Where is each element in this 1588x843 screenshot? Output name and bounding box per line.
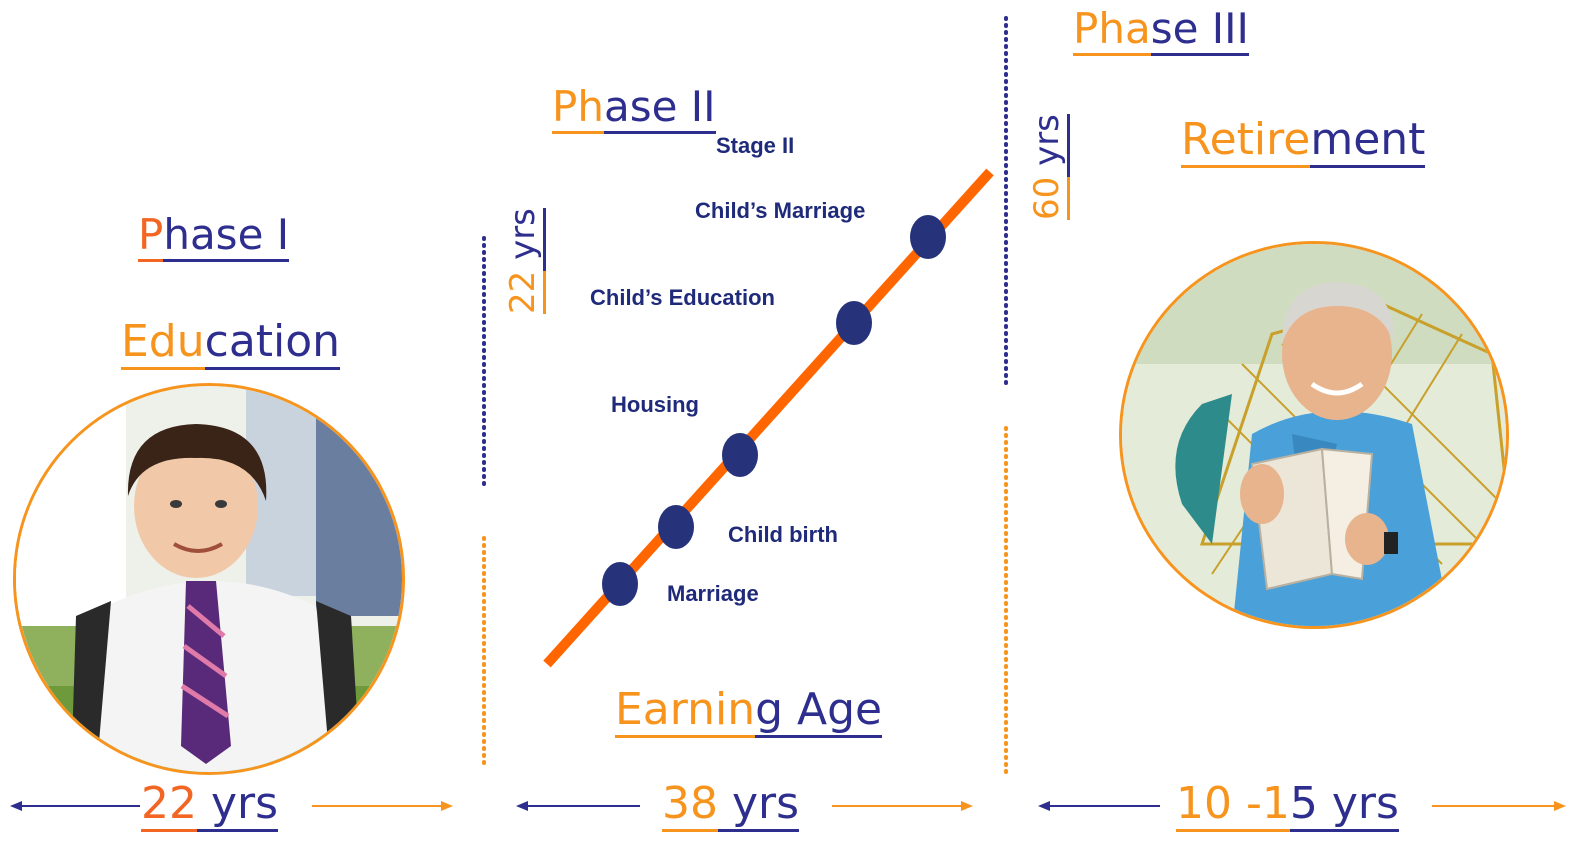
phase2-title-part-b: ase II bbox=[603, 82, 716, 134]
phase1-subtitle-part-a: Edu bbox=[121, 316, 205, 370]
phase2-subtitle-part-b: g Age bbox=[755, 684, 883, 738]
phase2-age-part-b: yrs bbox=[503, 208, 546, 271]
phase2-duration: 38 yrs bbox=[662, 778, 800, 832]
schoolboy-illustration bbox=[16, 386, 402, 772]
milestone-dot-marriage bbox=[602, 562, 638, 606]
phase1-title-part-b: hase I bbox=[163, 210, 290, 262]
retiree-photo bbox=[1119, 241, 1509, 629]
phase3-age-part-a: 60 bbox=[1027, 176, 1070, 220]
milestone-dot-child-education bbox=[836, 301, 872, 345]
milestone-marriage: Marriage bbox=[667, 581, 759, 606]
phase1-subtitle: Education bbox=[121, 316, 341, 370]
phase2-title-part-a: Ph bbox=[552, 82, 604, 134]
milestone-housing: Housing bbox=[611, 392, 699, 417]
phase2-age-part-a: 22 bbox=[503, 270, 546, 314]
milestone-dot-housing bbox=[722, 433, 758, 477]
milestone-child-marriage: Child’s Marriage bbox=[695, 198, 866, 223]
phase3-title-part-b: se III bbox=[1150, 4, 1249, 56]
phase3-age-marker: 60 yrs bbox=[1027, 114, 1070, 220]
arrow-left-phase3 bbox=[1038, 801, 1160, 811]
phase3-duration: 10 -15 yrs bbox=[1176, 778, 1399, 832]
arrow-left-phase1 bbox=[10, 801, 140, 811]
phase1-duration-part-b: yrs bbox=[197, 778, 279, 832]
phase3-subtitle: Retirement bbox=[1181, 114, 1426, 168]
arrow-left-phase2 bbox=[516, 801, 640, 811]
phase2-subtitle: Earning Age bbox=[615, 684, 883, 738]
phase3-subtitle-part-a: Retire bbox=[1181, 114, 1311, 168]
arrow-right-phase2 bbox=[832, 801, 973, 811]
milestone-dot-child-marriage bbox=[910, 215, 946, 259]
arrow-right-phase3 bbox=[1432, 801, 1566, 811]
phase1-duration-part-a: 22 bbox=[141, 778, 197, 832]
phase1-title-part-a: P bbox=[138, 210, 164, 262]
retiree-illustration bbox=[1122, 244, 1506, 626]
arrow-right-phase1 bbox=[312, 801, 453, 811]
phase2-subtitle-part-a: Earnin bbox=[615, 684, 756, 738]
phase2-duration-part-a: 38 bbox=[662, 778, 718, 832]
phase3-duration-part-a: 10 -1 bbox=[1176, 778, 1290, 832]
stage-label: Stage II bbox=[716, 133, 795, 158]
phase1-subtitle-part-b: cation bbox=[204, 316, 341, 370]
phase2-age-marker: 22 yrs bbox=[503, 208, 546, 314]
phase2-duration-part-b: yrs bbox=[718, 778, 800, 832]
milestone-child-birth: Child birth bbox=[728, 522, 838, 547]
phase3-title-part-a: Pha bbox=[1073, 4, 1151, 56]
phase1-title: Phase I bbox=[138, 210, 290, 262]
schoolboy-photo bbox=[13, 383, 405, 775]
phase3-subtitle-part-b: ment bbox=[1310, 114, 1426, 168]
milestone-dot-child-birth bbox=[658, 505, 694, 549]
milestone-child-education: Child’s Education bbox=[590, 285, 775, 310]
phase3-age-part-b: yrs bbox=[1027, 114, 1070, 177]
phase3-title: Phase III bbox=[1073, 4, 1249, 56]
phase3-duration-part-b: 5 yrs bbox=[1289, 778, 1399, 832]
phase1-duration: 22 yrs bbox=[141, 778, 279, 832]
phase2-title: Phase II bbox=[552, 82, 716, 134]
